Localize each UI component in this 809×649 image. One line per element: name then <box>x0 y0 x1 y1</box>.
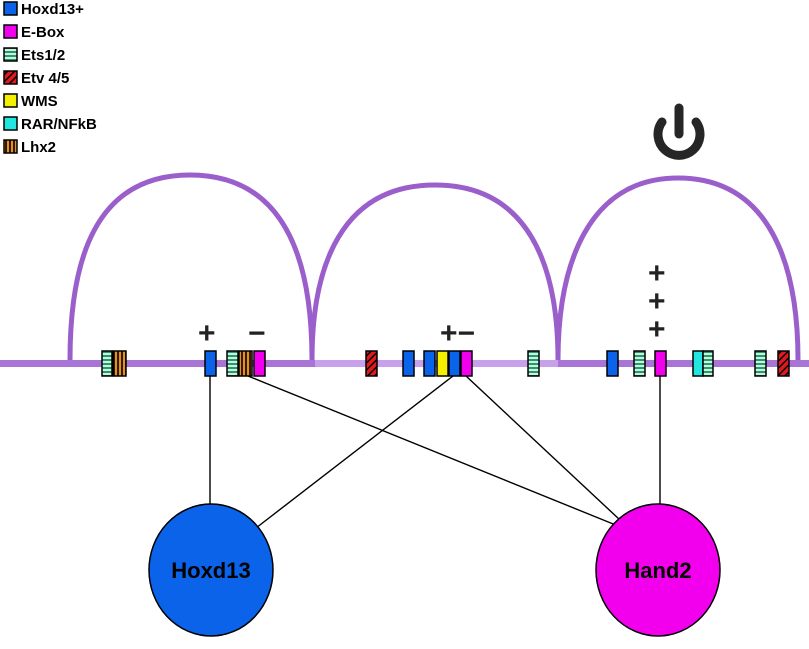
site-ebox <box>460 350 473 377</box>
site-wms <box>436 350 449 377</box>
site-ets <box>527 350 540 377</box>
legend-item-hoxd13: Hoxd13+ <box>3 1 84 18</box>
track-segment-right <box>558 360 809 367</box>
legend-item-etv: Etv 4/5 <box>3 70 69 87</box>
legend-swatch-wms <box>3 93 18 108</box>
node-hand2-label: Hand2 <box>624 558 691 583</box>
line-hand2-site-a <box>247 375 629 531</box>
legend-label-etv: Etv 4/5 <box>21 70 69 87</box>
legend-swatch-ets <box>3 47 18 62</box>
site-ebox <box>654 350 667 377</box>
site-hoxd13 <box>606 350 619 377</box>
node-hoxd13-circle <box>148 503 274 637</box>
site-hoxd13 <box>423 350 436 377</box>
power-icon <box>653 103 705 160</box>
legend-swatch-ebox <box>3 24 18 39</box>
legend-item-wms: WMS <box>3 93 58 110</box>
site-rar <box>692 350 704 377</box>
node-hoxd13: Hoxd13 <box>148 503 274 637</box>
legend-item-rar: RAR/NFkB <box>3 116 97 133</box>
line-hoxd13-site-b <box>255 375 454 529</box>
legend-label-wms: WMS <box>21 93 58 110</box>
site-ets <box>754 350 767 377</box>
site-ets <box>226 350 239 377</box>
legend-label-ebox: E-Box <box>21 24 65 41</box>
site-ets <box>702 350 714 377</box>
legend-label-ets: Ets1/2 <box>21 47 65 64</box>
legend-item-ebox: E-Box <box>3 24 65 41</box>
node-hoxd13-label: Hoxd13 <box>171 558 250 583</box>
chromatin-loops <box>67 172 801 361</box>
legend-swatch-rar <box>3 116 18 131</box>
sign-plus-minus: +− <box>440 317 475 350</box>
site-lhx2 <box>101 350 113 377</box>
loop-3 <box>555 175 801 361</box>
sign-plus: + <box>648 285 666 318</box>
site-hoxd13 <box>448 350 461 377</box>
site-lhx2 <box>112 350 127 377</box>
legend-label-lhx2: Lhx2 <box>21 139 56 156</box>
legend-label-rar: RAR/NFkB <box>21 116 97 133</box>
site-etv <box>365 350 378 377</box>
sign-minus: − <box>248 317 266 350</box>
sign-plus: + <box>648 313 666 346</box>
node-hand2-circle <box>595 503 721 637</box>
site-hoxd13 <box>402 350 415 377</box>
legend-swatch-lhx2 <box>3 139 18 154</box>
site-etv <box>777 350 790 377</box>
site-ebox <box>253 350 266 377</box>
legend-item-lhx2: Lhx2 <box>3 139 56 156</box>
legend-swatch-hoxd13 <box>3 1 18 16</box>
legend-label-hoxd13: Hoxd13+ <box>21 1 84 18</box>
site-ets <box>633 350 646 377</box>
site-lhx2 <box>238 350 253 377</box>
loop-2 <box>309 182 561 361</box>
binding-sites <box>101 350 790 377</box>
line-hand2-site-b <box>465 375 621 521</box>
node-hand2: Hand2 <box>595 503 721 637</box>
regulation-signs: + − +− + + + <box>198 257 666 350</box>
sign-plus: + <box>198 317 216 350</box>
legend: Hoxd13+ E-Box Ets1/2 Etv 4/5 WMS RAR/NFk… <box>3 1 97 156</box>
loop-1 <box>67 172 315 361</box>
connection-lines <box>209 375 661 531</box>
track-segment-left <box>0 360 315 367</box>
site-hoxd13 <box>204 350 217 377</box>
legend-item-ets: Ets1/2 <box>3 47 65 64</box>
legend-swatch-etv <box>3 70 18 85</box>
sign-plus: + <box>648 257 666 290</box>
